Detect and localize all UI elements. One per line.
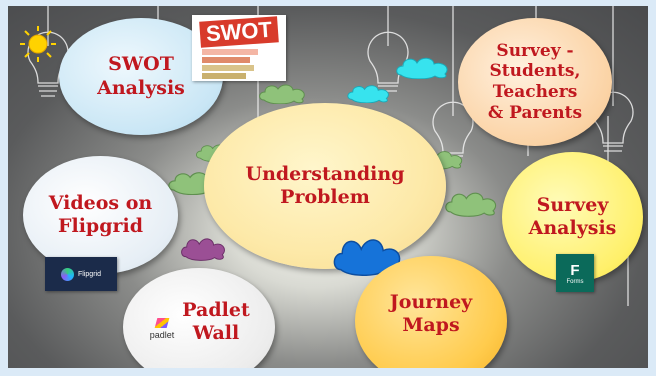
padlet-icon — [154, 318, 170, 328]
cloud-icon — [347, 85, 389, 103]
forms-logo-text: Forms — [566, 278, 584, 285]
padlet-logo: padlet — [140, 318, 184, 348]
forms-icon: F — [570, 261, 580, 279]
flipgrid-logo-text: Flipgrid — [78, 270, 101, 278]
swot-image: SWOT — [192, 15, 286, 81]
cloud-icon — [396, 57, 448, 79]
cloud-icon — [445, 192, 497, 217]
cloud-icon — [181, 238, 225, 261]
flipgrid-icon — [61, 267, 75, 281]
cloud-icon — [259, 84, 305, 104]
swot-logo-text: SWOT — [199, 16, 279, 48]
node-survey-students-teachers-parents: Survey -Students,Teachers& Parents — [458, 18, 612, 146]
padlet-logo-text: padlet — [149, 330, 175, 340]
forms-logo: F Forms — [556, 254, 594, 292]
sun-icon — [20, 26, 56, 62]
flipgrid-logo: Flipgrid — [45, 257, 117, 291]
